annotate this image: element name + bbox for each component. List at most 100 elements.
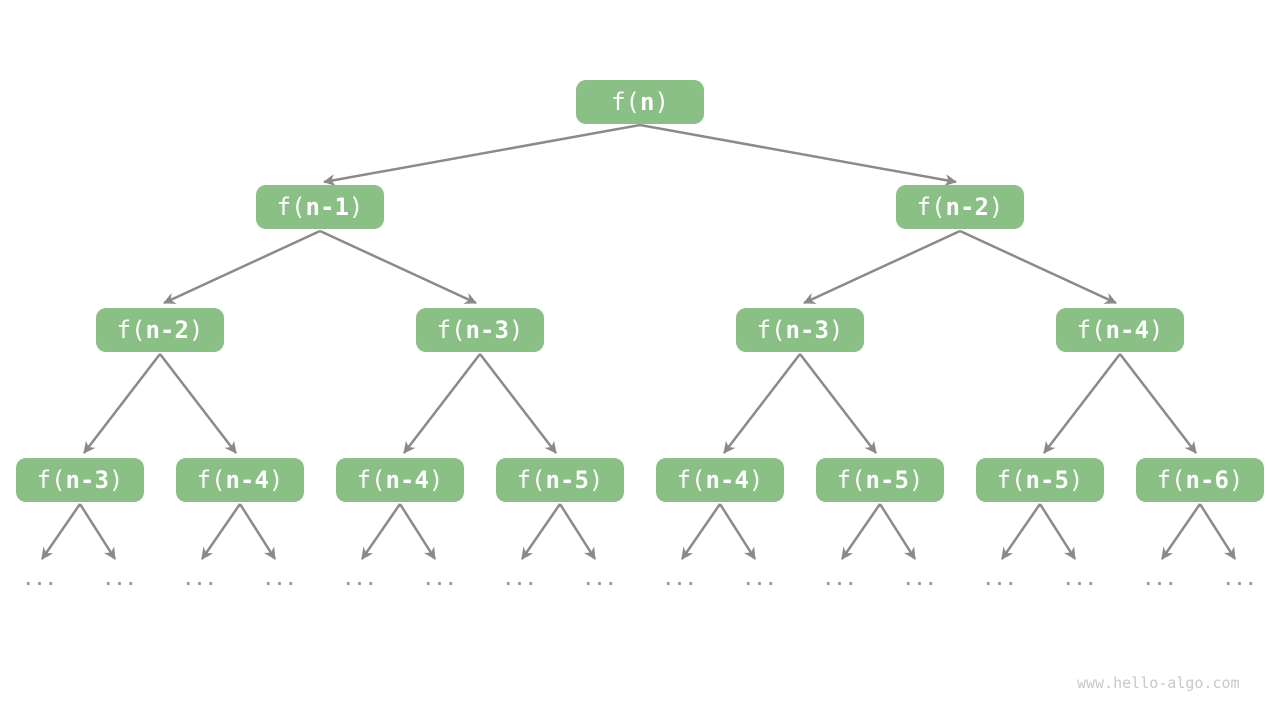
node-label-post: ) (188, 316, 204, 344)
node-label-post: ) (828, 316, 844, 344)
ellipsis: ... (103, 570, 137, 590)
tree-node: f(n-5) (496, 458, 624, 502)
edge-arrow (718, 503, 757, 560)
edge-arrow (40, 503, 82, 560)
node-label-pre: f( (116, 316, 146, 344)
node-label-pre: f( (676, 466, 706, 494)
ellipsis: ... (823, 570, 857, 590)
edge-arrow (403, 353, 481, 454)
node-label-var: n-5 (865, 466, 909, 494)
node-label-post: ) (1068, 466, 1084, 494)
tree-node: f(n-6) (1136, 458, 1264, 502)
ellipsis: ... (663, 570, 697, 590)
tree-node: f(n) (576, 80, 704, 124)
ellipsis: ... (983, 570, 1017, 590)
watermark: www.hello-algo.com (1077, 674, 1240, 692)
node-label-var: n-3 (65, 466, 109, 494)
edge-arrow (200, 503, 242, 560)
edge-arrow (1119, 353, 1197, 454)
edge-arrow (1000, 503, 1042, 560)
node-label-var: n-5 (545, 466, 589, 494)
tree-node: f(n-3) (736, 308, 864, 352)
node-label-pre: f( (1076, 316, 1106, 344)
tree-node: f(n-4) (1056, 308, 1184, 352)
node-label-var: n (640, 88, 655, 116)
tree-node: f(n-4) (336, 458, 464, 502)
node-label-pre: f( (356, 466, 386, 494)
tree-node: f(n-5) (976, 458, 1104, 502)
edge-arrow (360, 503, 402, 560)
ellipsis: ... (343, 570, 377, 590)
edge-arrow (163, 229, 321, 305)
edge-arrow (959, 229, 1117, 305)
node-label-pre: f( (516, 466, 546, 494)
edge-arrow (840, 503, 882, 560)
tree-node: f(n-5) (816, 458, 944, 502)
ellipsis: ... (1063, 570, 1097, 590)
node-label-post: ) (748, 466, 764, 494)
edge-arrow (323, 123, 641, 186)
edge-arrow (520, 503, 562, 560)
edge-arrow (159, 353, 237, 454)
ellipsis: ... (583, 570, 617, 590)
edge-arrow (723, 353, 801, 454)
node-label-pre: f( (611, 88, 640, 116)
node-label-pre: f( (1156, 466, 1186, 494)
node-label-var: n-4 (385, 466, 429, 494)
edge-arrow (319, 229, 477, 305)
node-label-post: ) (1148, 316, 1164, 344)
node-label-pre: f( (836, 466, 866, 494)
node-label-pre: f( (756, 316, 786, 344)
edge-arrow (558, 503, 597, 560)
ellipsis: ... (1143, 570, 1177, 590)
node-label-var: n-4 (225, 466, 269, 494)
node-label-var: n-4 (1105, 316, 1149, 344)
node-label-pre: f( (196, 466, 226, 494)
tree-node: f(n-3) (416, 308, 544, 352)
edge-arrow (803, 229, 961, 305)
tree-node: f(n-3) (16, 458, 144, 502)
node-label-pre: f( (36, 466, 66, 494)
tree-node: f(n-4) (656, 458, 784, 502)
edge-arrow (1038, 503, 1077, 560)
ellipsis: ... (263, 570, 297, 590)
edge-arrow (1198, 503, 1237, 560)
ellipsis: ... (1223, 570, 1257, 590)
ellipsis: ... (23, 570, 57, 590)
node-label-post: ) (654, 88, 669, 116)
edge-arrow (479, 353, 557, 454)
edge-arrow (1160, 503, 1202, 560)
node-label-var: n-6 (1185, 466, 1229, 494)
node-label-var: n-3 (465, 316, 509, 344)
node-label-pre: f( (436, 316, 466, 344)
edge-arrow (78, 503, 117, 560)
edge-arrow (238, 503, 277, 560)
node-label-var: n-4 (705, 466, 749, 494)
node-label-post: ) (268, 466, 284, 494)
ellipsis: ... (423, 570, 457, 590)
node-label-post: ) (428, 466, 444, 494)
tree-node: f(n-1) (256, 185, 384, 229)
ellipsis: ... (743, 570, 777, 590)
edge-arrow (799, 353, 877, 454)
edge-arrow (639, 123, 957, 186)
edge-arrow (83, 353, 161, 454)
ellipsis: ... (903, 570, 937, 590)
tree-node: f(n-2) (896, 185, 1024, 229)
node-label-post: ) (348, 193, 364, 221)
node-label-post: ) (108, 466, 124, 494)
node-label-pre: f( (276, 193, 306, 221)
node-label-post: ) (988, 193, 1004, 221)
node-label-var: n-2 (145, 316, 189, 344)
tree-node: f(n-2) (96, 308, 224, 352)
edge-arrow (398, 503, 437, 560)
tree-node: f(n-4) (176, 458, 304, 502)
node-label-post: ) (508, 316, 524, 344)
node-label-var: n-3 (785, 316, 829, 344)
node-label-post: ) (588, 466, 604, 494)
node-label-post: ) (908, 466, 924, 494)
node-label-var: n-2 (945, 193, 989, 221)
node-label-post: ) (1228, 466, 1244, 494)
